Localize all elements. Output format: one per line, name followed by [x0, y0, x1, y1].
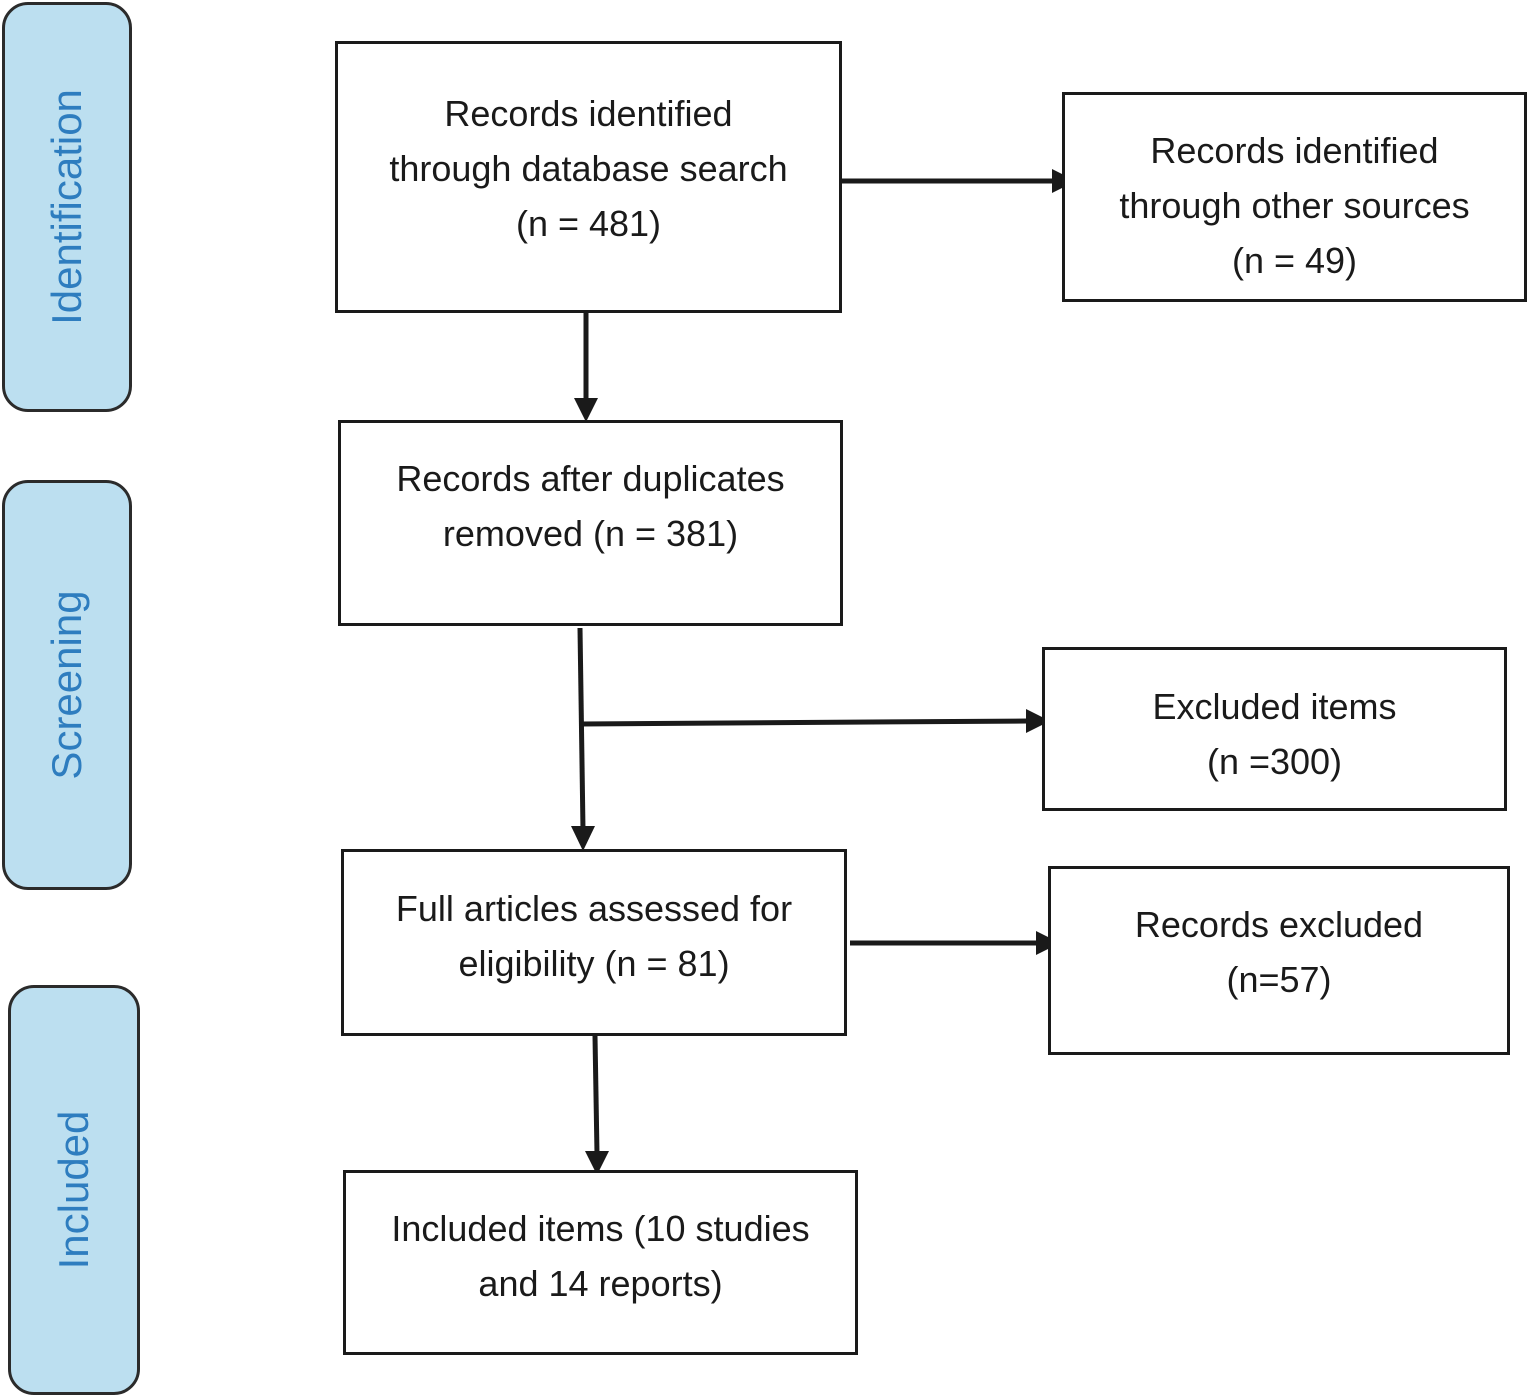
database-search-line-1: Records identified [444, 93, 733, 134]
box-included-items: Included items (10 studies and 14 report… [343, 1170, 858, 1355]
duplicates-removed-line-2: removed (n = 381) [442, 513, 739, 554]
arrow-duplicates-down [577, 627, 586, 831]
excluded-items-line-2: (n =300) [1206, 741, 1343, 782]
phase-included: Included [8, 985, 140, 1395]
excluded-items-line-1: Excluded items [1152, 686, 1397, 727]
other-sources-line-2: through other sources [1119, 185, 1470, 226]
included-items-line-2: and 14 reports) [478, 1263, 723, 1304]
records-excluded-line-1: Records excluded [1134, 904, 1424, 945]
included-items-line-1: Included items (10 studies [391, 1208, 810, 1249]
phase-identification: Identification [2, 2, 132, 412]
box-excluded-items: Excluded items (n =300) [1042, 647, 1507, 811]
box-other-sources: Records identified through other sources… [1062, 92, 1527, 302]
database-search-line-2: through database search [389, 148, 788, 189]
box-records-excluded: Records excluded (n=57) [1048, 866, 1510, 1055]
database-search-line-3: (n = 481) [515, 203, 662, 244]
arrowhead-full-articles [571, 826, 595, 851]
arrow-branch-to-excluded [580, 718, 1029, 727]
arrow-full-to-included [592, 1035, 600, 1155]
arrowhead-duplicates [574, 398, 598, 422]
box-database-search: Records identified through database sear… [335, 41, 842, 313]
arrowhead-included-items [585, 1151, 609, 1175]
full-articles-line-1: Full articles assessed for [395, 888, 793, 929]
full-articles-line-2: eligibility (n = 81) [458, 943, 730, 984]
phase-screening: Screening [2, 480, 132, 890]
box-full-articles: Full articles assessed for eligibility (… [341, 849, 847, 1036]
arrowhead-excluded-items [1026, 709, 1050, 733]
box-duplicates-removed: Records after duplicates removed (n = 38… [338, 420, 843, 626]
records-excluded-line-2: (n=57) [1226, 959, 1332, 1000]
other-sources-line-3: (n = 49) [1231, 240, 1358, 281]
duplicates-removed-line-1: Records after duplicates [396, 458, 785, 499]
other-sources-line-1: Records identified [1150, 130, 1439, 171]
